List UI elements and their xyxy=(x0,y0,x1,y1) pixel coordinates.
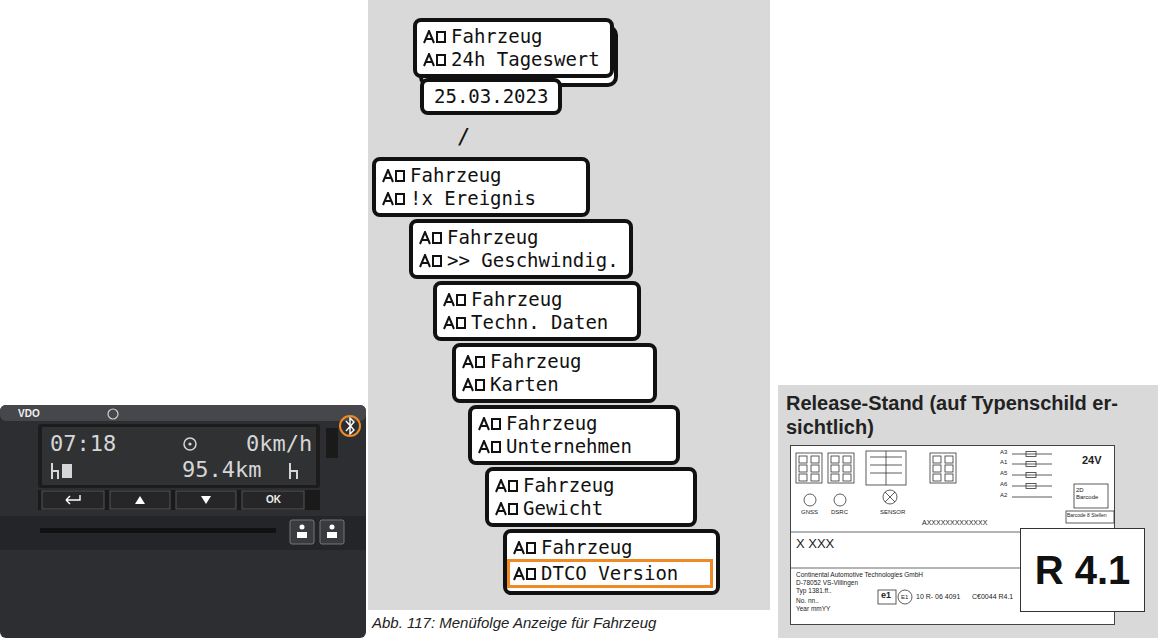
menu-screen-box: Fahrzeug!x Ereignis xyxy=(372,157,590,217)
menu-text: 24h Tageswert xyxy=(417,48,600,71)
plate-text: A1 xyxy=(1000,459,1007,466)
menu-icon xyxy=(382,169,406,183)
plate-text: A5 xyxy=(1000,470,1007,477)
menu-icon xyxy=(495,479,519,493)
release-badge: R 4.1 xyxy=(1020,528,1145,612)
menu-text: Fahrzeug xyxy=(417,25,600,48)
menu-text: Fahrzeug xyxy=(413,226,619,249)
menu-screen-box: Fahrzeug>> Geschwindig. xyxy=(409,219,633,279)
menu-text: Gewicht xyxy=(489,497,683,520)
plate-text: A3 xyxy=(1000,449,1007,456)
plate-text: No. nn.. xyxy=(796,597,819,604)
menu-icon xyxy=(462,378,486,392)
section-heading: Release-Stand (auf Typenschild er-sichtl… xyxy=(786,391,1126,439)
menu-text: Fahrzeug xyxy=(472,412,666,435)
menu-screen-box: FahrzeugTechn. Daten xyxy=(433,281,641,341)
plate-text: AXXXXXXXXXXXXX xyxy=(922,519,987,527)
menu-icon xyxy=(478,440,502,454)
menu-icon xyxy=(513,567,537,581)
menu-icon xyxy=(382,192,406,206)
menu-screen-box: FahrzeugGewicht xyxy=(485,467,697,527)
menu-icon xyxy=(513,541,537,555)
figure-caption: Abb. 117: Menüfolge Anzeige für Fahrzeug xyxy=(372,614,656,631)
menu-icon xyxy=(419,231,443,245)
plate-text: A6 xyxy=(1000,481,1007,488)
plate-text: 10 R- 06 4091 xyxy=(916,593,960,601)
plate-text: C€0044 R4.1 xyxy=(972,593,1013,601)
plate-text: A2 xyxy=(1000,492,1007,499)
menu-screen-box: Fahrzeug24h Tageswert xyxy=(413,18,614,78)
menu-text: Fahrzeug xyxy=(507,536,706,559)
menu-text: DTCO Version xyxy=(507,559,713,588)
menu-icon xyxy=(443,293,467,307)
menu-text: >> Geschwindig. xyxy=(413,249,619,272)
plate-text: SENSOR xyxy=(880,509,905,516)
menu-icon xyxy=(495,502,519,516)
menu-text: Unternehmen xyxy=(472,435,666,458)
menu-text: !x Ereignis xyxy=(376,187,576,210)
plate-text: E1 xyxy=(901,594,908,601)
menu-icon xyxy=(423,30,447,44)
device-text: 95.4km xyxy=(182,457,261,482)
menu-screen-box: FahrzeugKarten xyxy=(452,343,657,403)
menu-icon xyxy=(419,254,443,268)
menu-text: Fahrzeug xyxy=(437,288,627,311)
menu-screen-box: FahrzeugUnternehmen xyxy=(468,405,680,465)
release-panel: Release-Stand (auf Typenschild er-sichtl… xyxy=(778,385,1158,638)
plate-text: DSRC xyxy=(831,509,848,516)
plate-text: GNSS xyxy=(801,509,818,516)
tachograph-photo xyxy=(0,405,366,638)
plate-text: D-78052 VS-Villingen xyxy=(796,579,858,586)
menu-text: Karten xyxy=(456,373,643,396)
device-text: OK xyxy=(266,494,281,506)
plate-text: 24V xyxy=(1082,454,1102,467)
menu-text: Fahrzeug xyxy=(489,474,683,497)
menu-icon xyxy=(423,53,447,67)
plate-text: Barcode 8 Stellen xyxy=(1067,513,1106,519)
menu-screen-box: FahrzeugDTCO Version xyxy=(503,529,720,595)
date-box: 25.03.2023 xyxy=(420,78,562,115)
plate-text: Year mmYY xyxy=(796,605,830,612)
device-text: VDO xyxy=(18,408,40,420)
plate-text: Typ 1381.ff.. xyxy=(796,587,832,594)
date-text: 25.03.2023 xyxy=(424,85,548,108)
menu-text: Fahrzeug xyxy=(456,350,643,373)
plate-text: e1 xyxy=(881,590,891,600)
menu-text: Fahrzeug xyxy=(376,164,576,187)
plate-text: 2D Barcode xyxy=(1076,487,1106,501)
separator-mark: / xyxy=(457,124,470,149)
plate-text: X XXX xyxy=(796,537,834,552)
plate-text: Continental Automotive Technologies GmbH xyxy=(796,571,923,578)
release-number: R 4.1 xyxy=(1035,548,1131,592)
device-text: 0km/h xyxy=(246,431,312,456)
menu-icon xyxy=(443,316,467,330)
device-text: 07:18 xyxy=(50,431,116,456)
menu-panel xyxy=(368,0,770,610)
menu-icon xyxy=(478,417,502,431)
menu-text: Techn. Daten xyxy=(437,311,627,334)
menu-icon xyxy=(462,355,486,369)
